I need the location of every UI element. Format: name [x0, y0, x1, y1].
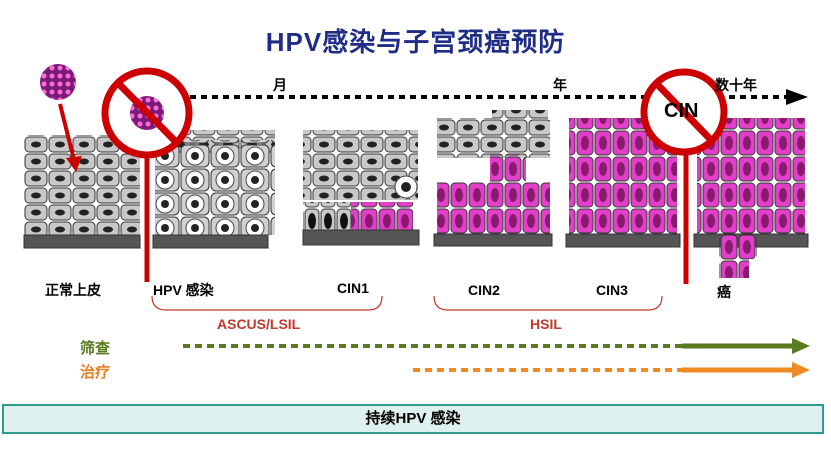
normal-epithelium	[23, 135, 141, 249]
no-cin-sign	[640, 68, 728, 156]
infection-arrowhead	[66, 156, 82, 172]
cancer-epithelium	[693, 118, 809, 278]
stage-cin2-label: CIN2	[468, 282, 500, 298]
stage-normal-label: 正常上皮	[45, 282, 101, 298]
cin2-epithelium	[433, 110, 553, 247]
cin1-epithelium	[302, 130, 420, 246]
timeline-arrowhead	[786, 89, 808, 105]
screening-label: 筛查	[80, 340, 111, 357]
stage-cin1-label: CIN1	[337, 280, 369, 296]
stage-cin3-label: CIN3	[596, 282, 628, 298]
treatment-label: 治疗	[80, 364, 111, 381]
stage-cancer-label: 癌	[717, 284, 731, 300]
timeline-month: 月	[273, 77, 287, 93]
ascus-brace	[151, 295, 383, 311]
persistent-infection-bar: 持续HPV 感染	[2, 404, 824, 434]
stage-hpv-label: HPV 感染	[153, 282, 214, 298]
treatment-arrowhead	[792, 362, 810, 378]
timeline-decades: 数十年	[715, 77, 757, 93]
timeline-year: 年	[553, 77, 567, 93]
virus-particle	[40, 64, 76, 100]
hsil-brace	[433, 295, 663, 311]
group-ascus-label: ASCUS/LSIL	[217, 316, 301, 332]
group-hsil-label: HSIL	[530, 316, 562, 332]
page-title: HPV感染与子宫颈癌预防	[265, 27, 566, 57]
no-virus-sign	[101, 67, 193, 159]
screening-arrowhead	[792, 338, 810, 354]
no-cin-sign-label: CIN	[664, 100, 699, 122]
